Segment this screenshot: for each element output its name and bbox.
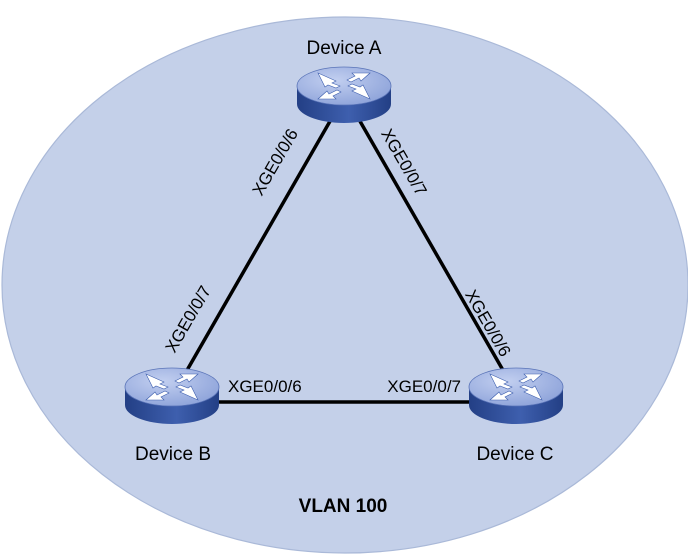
link-device-a-device-b [184, 115, 335, 373]
port-label-c-xge0-0-7: XGE0/0/7 [387, 377, 461, 396]
device-a[interactable] [296, 66, 392, 124]
router-icon [296, 66, 392, 124]
links [184, 115, 506, 404]
port-label-b-xge0-0-6: XGE0/0/6 [228, 377, 302, 396]
link-device-a-device-c [355, 115, 506, 373]
vlan-label: VLAN 100 [299, 496, 388, 517]
router-icon [124, 367, 220, 425]
device-c[interactable] [468, 367, 564, 425]
router-icon [468, 367, 564, 425]
device-b[interactable] [124, 367, 220, 425]
device-a-label: Device A [307, 38, 382, 59]
device-c-label: Device C [476, 444, 553, 465]
device-b-label: Device B [135, 444, 211, 465]
